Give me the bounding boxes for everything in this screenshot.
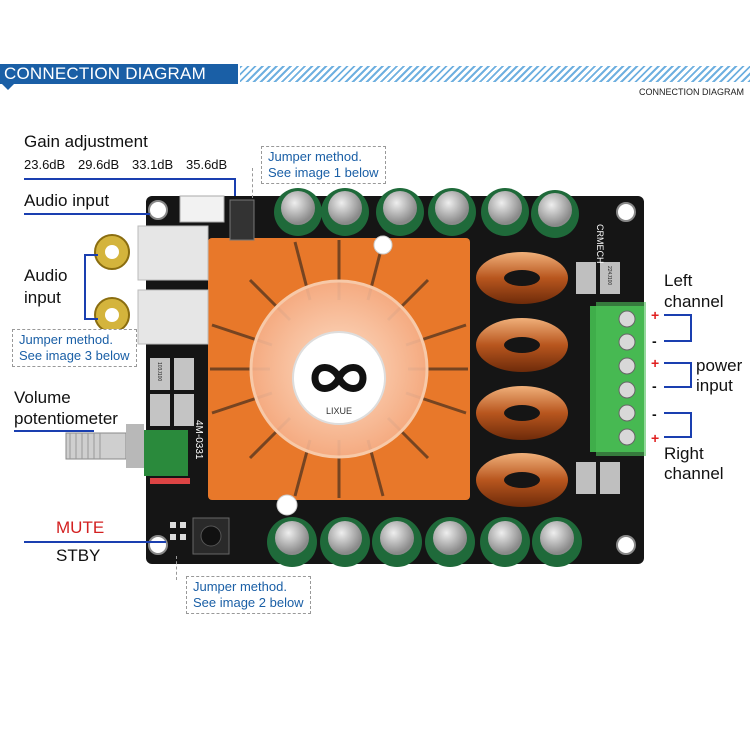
- power-input-label-2: input: [696, 376, 733, 395]
- left-channel-label-1: Left: [664, 271, 693, 290]
- right-bracket-vertical: [690, 412, 692, 438]
- jumper-note-3-line1: Jumper method.: [19, 332, 113, 347]
- polarity-mark-4: -: [652, 378, 657, 394]
- gain-value-2: 29.6dB: [78, 157, 120, 172]
- jumper-note-2-line2: See image 2 below: [193, 595, 304, 610]
- jumper-note-1-line2: See image 1 below: [268, 165, 379, 180]
- rca-jack-bottom: [94, 289, 209, 345]
- diagram-title: CONNECTION DIAGRAM: [0, 64, 238, 84]
- polarity-mark-2: -: [652, 333, 657, 349]
- audio-input-header: [179, 195, 225, 223]
- right-bracket-top: [664, 412, 692, 414]
- gain-value-3: 33.1dB: [132, 157, 174, 172]
- audio-bracket-top: [84, 254, 98, 256]
- polarity-mark-3: +: [651, 355, 660, 371]
- volume-potentiometer: [65, 424, 190, 484]
- film-capacitors-right: [576, 262, 620, 494]
- right-channel-label-1: Right: [664, 444, 704, 463]
- fan-logo-icon: [311, 364, 367, 392]
- jumper-note-1-line1: Jumper method.: [268, 149, 362, 164]
- audio-input-side-label-1: Audio: [24, 266, 68, 285]
- stby-label: STBY: [56, 546, 101, 565]
- left-bracket-top: [664, 314, 692, 316]
- right-channel-label-2: channel: [664, 464, 724, 483]
- jumper-note-3-line2: See image 3 below: [19, 348, 130, 363]
- film-capacitors-left: [150, 358, 194, 426]
- header-stripes: [240, 66, 750, 82]
- jumper-note-1: Jumper method. See image 1 below: [261, 146, 386, 184]
- mute-stby-line: [24, 541, 166, 543]
- mount-hole-br: [616, 535, 636, 555]
- mount-hole-tr: [616, 202, 636, 222]
- jumper-note-2: Jumper method. See image 2 below: [186, 576, 311, 614]
- audio-input-top-underline: [24, 213, 150, 215]
- gain-value-4: 35.6dB: [186, 157, 228, 172]
- jumper-note-2-leader: [176, 556, 189, 580]
- power-bracket-vertical: [690, 362, 692, 388]
- right-bracket-bottom: [664, 436, 692, 438]
- heatsink-screw-top: [373, 235, 393, 255]
- left-bracket-bottom: [664, 340, 692, 342]
- volume-label-2: potentiometer: [14, 409, 118, 428]
- gain-adjustment-label: Gain adjustment: [24, 132, 148, 151]
- top-capacitors: [274, 188, 579, 238]
- bottom-capacitors: [267, 517, 582, 567]
- power-bracket-bottom: [664, 386, 692, 388]
- jumper-note-1-leader: [252, 168, 263, 198]
- mount-hole-bl: [148, 535, 168, 555]
- header-arrow-icon: [2, 84, 14, 90]
- audio-input-side-label-2: input: [24, 288, 61, 307]
- gain-value-1: 23.6dB: [24, 157, 66, 172]
- gain-underline: [24, 178, 236, 180]
- heatsink-screw-bottom: [276, 494, 298, 516]
- power-input-label-1: power: [696, 356, 743, 375]
- resistor-code-b: 224J100: [606, 266, 612, 285]
- left-channel-label-2: channel: [664, 292, 724, 311]
- diagram-subtitle: CONNECTION DIAGRAM: [638, 87, 744, 97]
- gain-leader: [234, 178, 236, 196]
- mute-stby-header: [170, 522, 186, 540]
- resistor-code-a: 103J100: [156, 362, 162, 381]
- mount-hole-tl: [148, 200, 168, 220]
- model-silkscreen: 4M-0331: [193, 420, 204, 460]
- brand-silkscreen: CRMECH: [595, 224, 605, 264]
- gain-jumper-header: [229, 199, 255, 241]
- audio-bracket-vertical: [84, 254, 86, 320]
- audio-bracket-bottom: [84, 318, 98, 320]
- screw-terminal-block: [590, 302, 646, 456]
- power-bracket-top: [664, 362, 692, 364]
- toroid-coils: [476, 252, 568, 507]
- cooling-fan: LIXUE: [249, 279, 429, 459]
- polarity-mark-6: +: [651, 430, 660, 446]
- volume-underline: [14, 430, 94, 432]
- jumper-note-3: Jumper method. See image 3 below: [12, 329, 137, 367]
- volume-label-1: Volume: [14, 388, 71, 407]
- rca-jack-top: [94, 225, 209, 281]
- left-bracket-vertical: [690, 314, 692, 342]
- polarity-mark-5: -: [652, 406, 657, 422]
- jumper-note-2-line1: Jumper method.: [193, 579, 287, 594]
- fan-brand-text: LIXUE: [326, 406, 352, 416]
- mute-label: MUTE: [56, 518, 105, 537]
- polarity-mark-1: +: [651, 307, 660, 323]
- audio-input-top-label: Audio input: [24, 191, 110, 210]
